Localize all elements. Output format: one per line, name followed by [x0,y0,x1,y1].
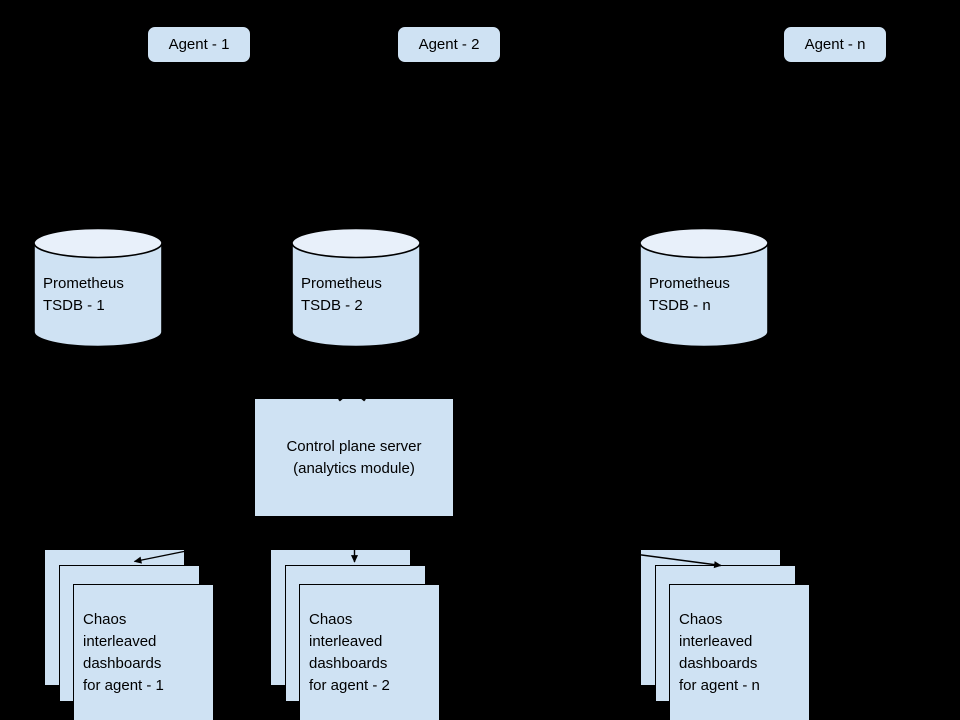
dashboard-stack-2-label: Chaos interleaved dashboards for agent -… [309,611,390,694]
tsdb-1-label: Prometheus TSDB - 1 [43,275,124,314]
control-plane-server-label: Control plane server (analytics module) [286,437,422,477]
dashboard-stack-agent-1: Chaos interleaved dashboards for agent -… [44,549,215,720]
tsdb-1-cylinder: Prometheus TSDB - 1 [33,227,163,348]
agent-n-box: Agent - n [783,26,887,63]
tsdb-n-cylinder: Prometheus TSDB - n [639,227,769,348]
dashboard-sheet-front: Chaos interleaved dashboards for agent -… [73,584,214,720]
dashboard-stack-agent-2: Chaos interleaved dashboards for agent -… [270,549,441,720]
tsdb-2-label: Prometheus TSDB - 2 [301,275,382,314]
tsdb-n-label: Prometheus TSDB - n [649,275,730,314]
dashboard-sheet-front: Chaos interleaved dashboards for agent -… [299,584,440,720]
tsdb-2-cylinder: Prometheus TSDB - 2 [291,227,421,348]
agent-2-box: Agent - 2 [397,26,501,63]
database-cylinder-icon [33,227,163,348]
database-cylinder-icon [291,227,421,348]
dashboard-stack-n-label: Chaos interleaved dashboards for agent -… [679,611,760,694]
dashboard-stack-1-label: Chaos interleaved dashboards for agent -… [83,611,164,694]
control-plane-server-box: Control plane server (analytics module) [254,398,454,517]
dashboard-sheet-front: Chaos interleaved dashboards for agent -… [669,584,810,720]
database-cylinder-icon [639,227,769,348]
agent-1-box: Agent - 1 [147,26,251,63]
dashboard-stack-agent-n: Chaos interleaved dashboards for agent -… [640,549,811,720]
